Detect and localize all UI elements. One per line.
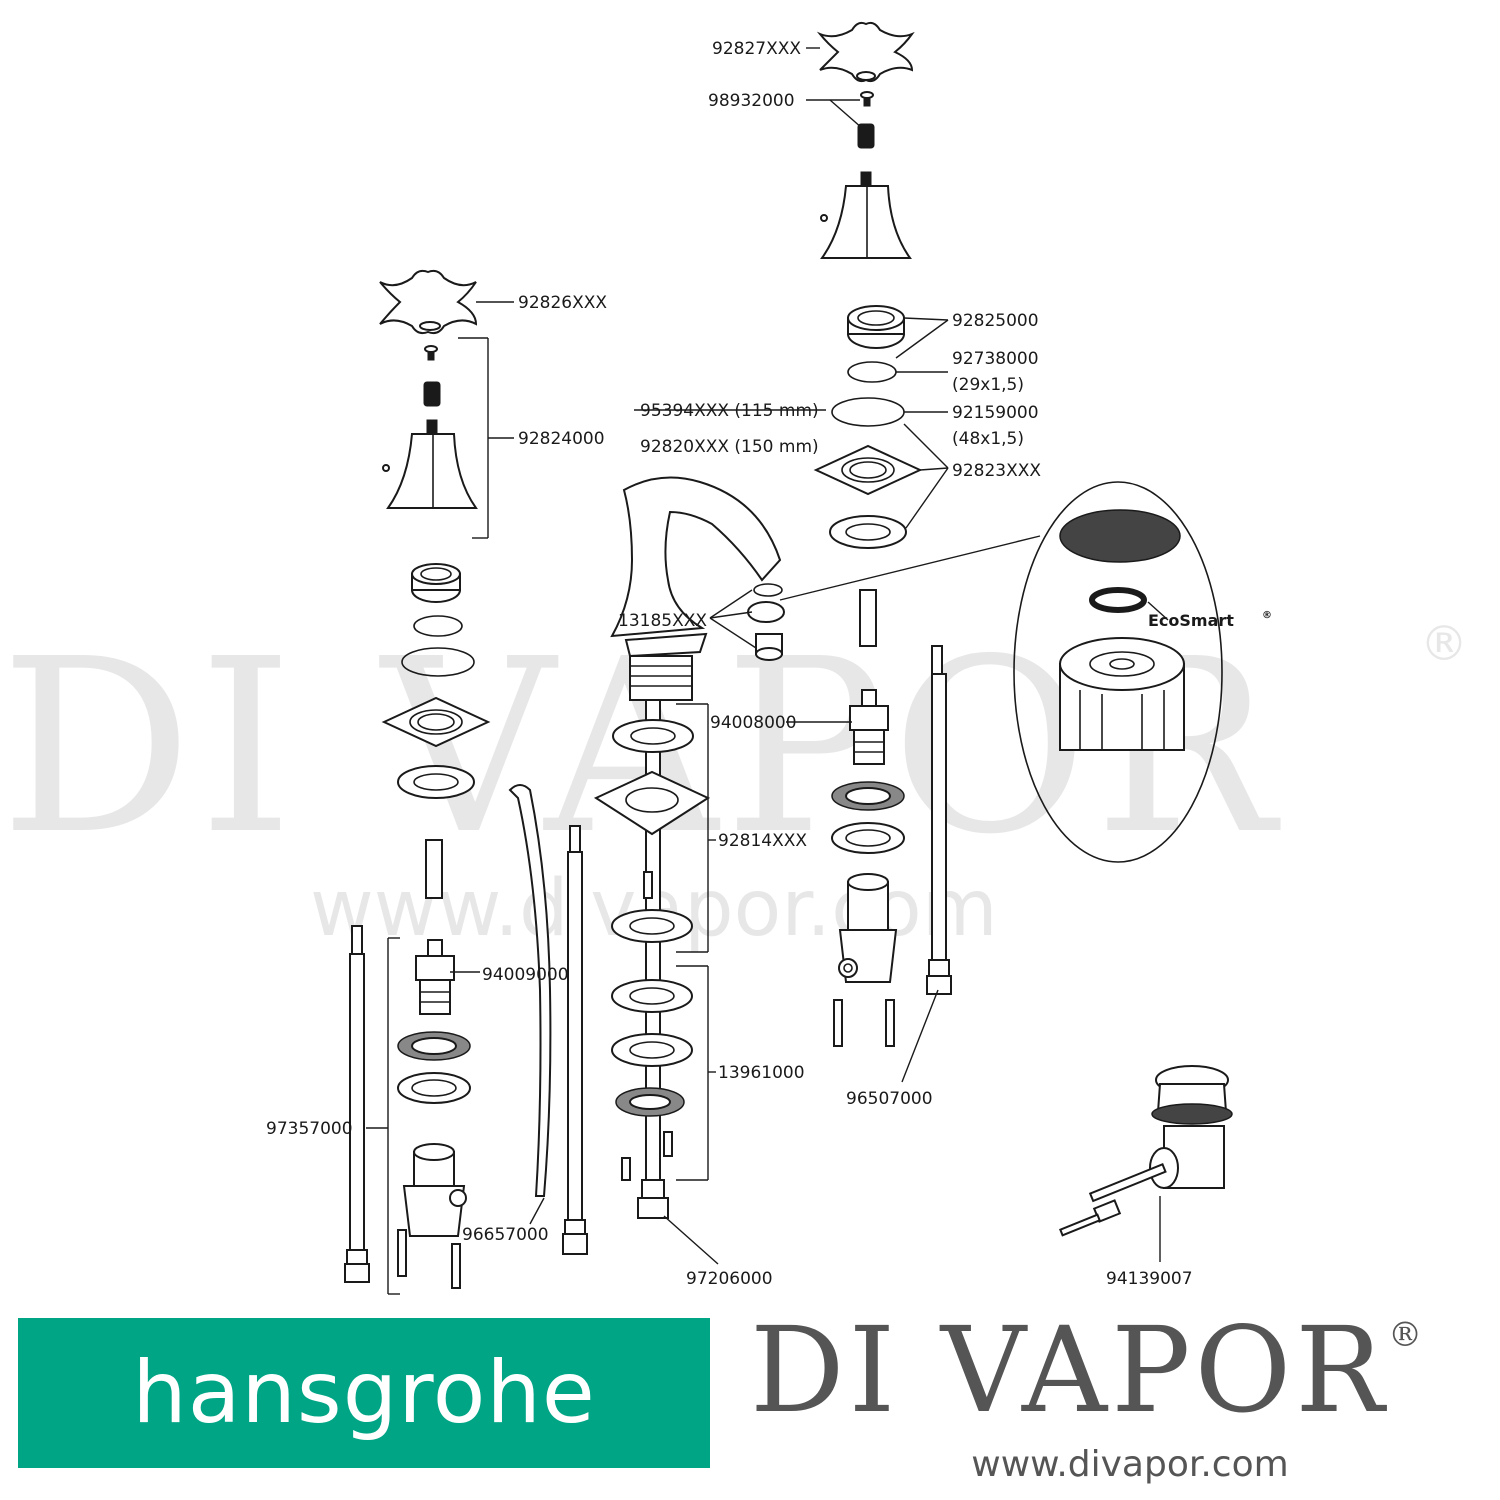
- label-drain-assembly: 94139007: [1106, 1269, 1193, 1289]
- ecosmart-inset-outline-icon: [1013, 481, 1223, 863]
- washer-right-icon: [829, 515, 907, 549]
- divapor-url: www.divapor.com: [971, 1444, 1289, 1485]
- label-screw-adapter: 98932000: [708, 91, 795, 111]
- nut-right-icon: [847, 305, 905, 349]
- label-nut-ring: 92825000: [952, 311, 1039, 331]
- cross-handle-left-icon: [379, 269, 478, 335]
- label-mounting-set: 13961000: [718, 1063, 805, 1083]
- supply-hose-left-icon: [344, 925, 370, 1283]
- stem-left-icon: [425, 839, 443, 899]
- oring-small-right-icon: [847, 361, 897, 383]
- label-valve-cartridge-left: 94009000: [482, 965, 569, 985]
- ecosmart-label: EcoSmart: [1148, 611, 1234, 630]
- mount-screw-left-2-icon: [451, 1243, 461, 1289]
- label-oring-small: 92738000: [952, 349, 1039, 369]
- washer-right-2-icon: [831, 822, 905, 854]
- mount-washer-3-icon: [611, 979, 693, 1013]
- label-spout-115: 95394XXX (115 mm): [640, 401, 819, 421]
- leader-lines: [366, 47, 1161, 1295]
- ecosmart-ring-icon: [1089, 587, 1147, 613]
- cross-handle-right-icon: [816, 21, 915, 83]
- hansgrohe-logo: hansgrohe: [18, 1318, 710, 1468]
- mount-screw-right-2-icon: [885, 999, 895, 1047]
- label-cross-handle-left: 92826XXX: [518, 293, 607, 313]
- escutcheon-right-icon: [813, 444, 923, 496]
- washer-left-icon: [397, 765, 475, 799]
- label-valve-cartridge-right: 94008000: [710, 713, 797, 733]
- label-oring-large-size: (48x1,5): [952, 429, 1024, 449]
- watermark: DI VAPOR ® www.divapor.com: [0, 607, 1468, 954]
- gasket-right-icon: [831, 781, 905, 811]
- mount-screw-left-1-icon: [397, 1229, 407, 1277]
- adapter-right-icon: [857, 123, 875, 149]
- watermark-registered: ®: [1420, 616, 1468, 672]
- divapor-logo-text: DI VAPOR: [750, 1301, 1389, 1439]
- oring-large-left-icon: [401, 647, 475, 677]
- spout-stack: [593, 476, 785, 1219]
- mount-screw-right-1-icon: [833, 999, 843, 1047]
- hansgrohe-logo-text: hansgrohe: [132, 1343, 596, 1443]
- lock-washer-icon: [615, 1087, 685, 1117]
- mount-washer-2-icon: [611, 909, 693, 943]
- adapter-left-icon: [423, 381, 441, 407]
- divapor-logo-registered: ®: [1388, 1315, 1427, 1355]
- ecosmart-inset: EcoSmart ®: [779, 481, 1272, 863]
- label-escutcheon-set: 92823XXX: [952, 461, 1041, 481]
- divapor-logo: DI VAPOR®: [750, 1300, 1490, 1440]
- label-pop-up-rod: 96657000: [462, 1225, 549, 1245]
- oring-large-right-icon: [831, 397, 905, 427]
- aerator-screen-icon: [1059, 509, 1181, 563]
- escutcheon-left-icon: [381, 696, 491, 748]
- oring-small-left-icon: [413, 615, 463, 637]
- threaded-shank-icon: [629, 655, 693, 701]
- stem-right-icon: [859, 589, 877, 647]
- label-spout-150: 92820XXX (150 mm): [640, 437, 819, 457]
- label-spout-connector: 97206000: [686, 1269, 773, 1289]
- label-cross-handle-right: 92827XXX: [712, 39, 801, 59]
- nut-screw-2-icon: [621, 1157, 631, 1181]
- supply-hose-center-icon: [562, 825, 588, 1255]
- spout-connector-icon: [637, 1179, 669, 1219]
- label-handle-base-kit: 92824000: [518, 429, 605, 449]
- set-screw-icon: [643, 871, 653, 899]
- drain-assembly-icon: [1059, 1065, 1233, 1237]
- part-labels: 92827XXX 98932000 92826XXX 92824000 9282…: [266, 39, 1193, 1289]
- spout-icon: [610, 476, 782, 638]
- handle-base-left-icon: [386, 433, 478, 509]
- label-oring-large: 92159000: [952, 403, 1039, 423]
- valve-cartridge-left-icon: [415, 939, 455, 1015]
- nut-left-icon: [411, 563, 461, 603]
- spindle-left-icon: [426, 419, 438, 435]
- valve-body-right-icon: [838, 873, 898, 983]
- valve-cartridge-right-icon: [849, 689, 889, 765]
- gasket-left-icon: [397, 1031, 471, 1061]
- spindle-right-icon: [860, 171, 872, 187]
- pop-up-rod-icon: [508, 784, 552, 1197]
- washer-left-2-icon: [397, 1072, 471, 1104]
- label-aerator: 13185XXX: [618, 611, 707, 631]
- right-handle-stack: [813, 21, 952, 1047]
- mount-washer-4-icon: [611, 1033, 693, 1067]
- nut-screw-1-icon: [663, 1131, 673, 1157]
- handle-base-right-icon: [820, 185, 912, 259]
- label-oring-small-size: (29x1,5): [952, 375, 1024, 395]
- mount-washer-1-icon: [612, 719, 694, 753]
- aerator-insert-icon: [1059, 637, 1185, 751]
- left-handle-stack: [344, 269, 491, 1289]
- valve-body-left-icon: [402, 1143, 467, 1237]
- supply-hose-right-icon: [926, 645, 952, 995]
- cross-handle-right-hub-icon: [856, 71, 876, 81]
- label-supply-hose-left: 97357000: [266, 1119, 353, 1139]
- label-supply-hose-right: 96507000: [846, 1089, 933, 1109]
- label-base-plate: 92814XXX: [718, 831, 807, 851]
- ecosmart-registered: ®: [1262, 610, 1272, 621]
